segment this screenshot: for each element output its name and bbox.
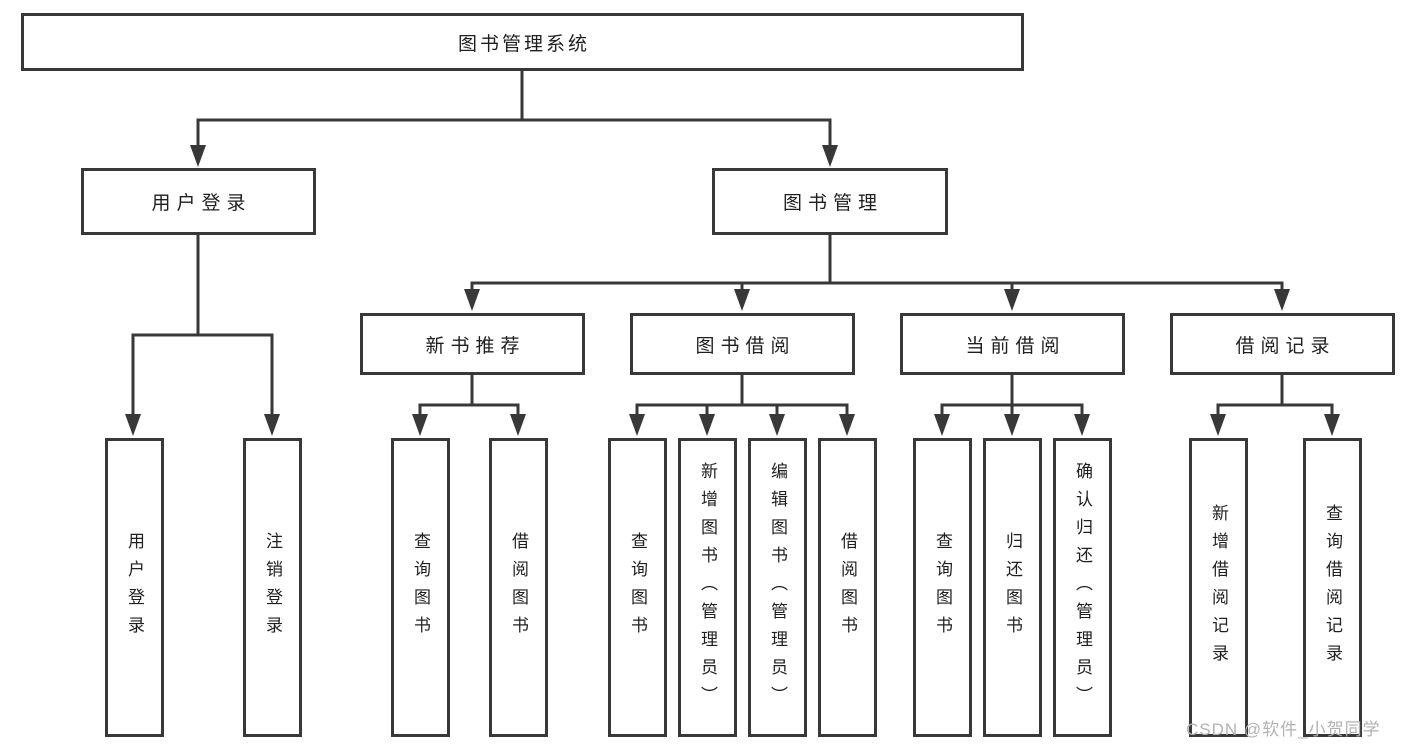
node-library-management-system: 图书管理系统 (21, 13, 1024, 71)
node-borrow-books: 借阅图书 (489, 438, 548, 737)
node-user-login-leaf: 用户登录 (105, 438, 164, 737)
node-add-borrow-record: 新增借阅记录 (1189, 438, 1248, 737)
node-edit-book-admin: 编辑图书（管理员） (748, 438, 807, 737)
node-confirm-return-admin: 确认归还（管理员） (1053, 438, 1112, 737)
node-book-borrowing: 图书借阅 (630, 313, 855, 375)
node-return-books: 归还图书 (983, 438, 1042, 737)
node-borrowing-records: 借阅记录 (1170, 313, 1395, 375)
node-logout: 注销登录 (243, 438, 302, 737)
node-borrow-books-2: 借阅图书 (818, 438, 877, 737)
node-query-borrow-record: 查询借阅记录 (1303, 438, 1362, 737)
node-query-books-3: 查询图书 (913, 438, 972, 737)
node-book-management: 图书管理 (712, 168, 948, 235)
node-query-books-2: 查询图书 (608, 438, 667, 737)
node-query-books: 查询图书 (391, 438, 450, 737)
node-user-login: 用户登录 (81, 168, 316, 235)
node-current-borrowing: 当前借阅 (900, 313, 1125, 375)
node-new-book-recommendation: 新书推荐 (360, 313, 585, 375)
node-add-book-admin: 新增图书（管理员） (678, 438, 737, 737)
watermark: CSDN @软件_小贺同学 (1186, 720, 1381, 739)
